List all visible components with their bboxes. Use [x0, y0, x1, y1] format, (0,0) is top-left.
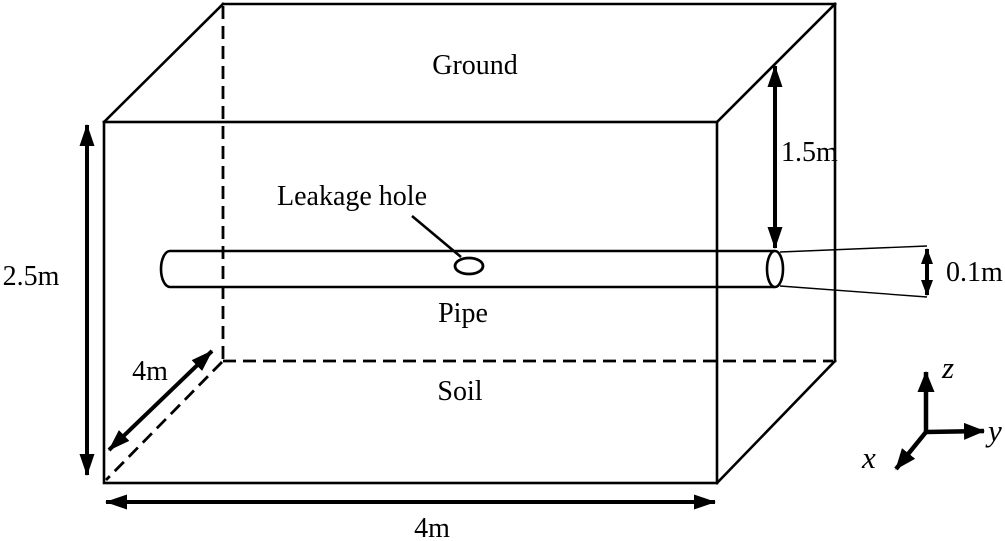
leakage-hole-annotation	[411, 215, 485, 276]
diagram-labels: Ground Leakage hole Pipe Soil 2.5m 4m 4m…	[3, 50, 1003, 541]
ground-label: Ground	[432, 50, 518, 81]
box-front-face	[102, 120, 719, 485]
y-axis-label: y	[985, 413, 1002, 448]
pipe-shape	[159, 249, 785, 289]
soil-label: Soil	[437, 376, 482, 407]
box-top-left-edge	[102, 2, 225, 124]
leakage-hole-label: Leakage hole	[277, 181, 427, 212]
pipe-diameter-label: 0.1m	[946, 257, 1003, 288]
domain-width-label: 4m	[414, 513, 450, 541]
domain-height-label: 2.5m	[3, 261, 60, 292]
leakage-hole-marker	[453, 256, 485, 276]
diameter-cone-top-line	[779, 245, 928, 253]
domain-depth-label: 4m	[132, 356, 168, 387]
coordinate-axes: z y x	[861, 350, 1002, 475]
soil-domain-box	[102, 2, 837, 485]
burial-depth-label: 1.5m	[781, 137, 838, 168]
pipe-diameter-callout	[779, 245, 933, 298]
dimension-arrow-domain-depth	[107, 349, 214, 452]
x-axis-label: x	[861, 440, 876, 475]
diameter-cone-bottom-line	[779, 285, 928, 298]
pipe-right-end-cap	[765, 249, 785, 289]
box-top-right-edge	[715, 2, 837, 124]
dimension-arrows	[79, 65, 783, 510]
leakage-hole-pointer-line	[411, 215, 462, 258]
pipe-label: Pipe	[438, 298, 488, 329]
pipe-left-end-cap	[159, 249, 171, 289]
x-axis-arrow	[894, 430, 928, 471]
box-bottom-right-edge	[715, 359, 837, 485]
z-axis-label: z	[941, 350, 954, 385]
y-axis-arrow	[925, 422, 985, 440]
